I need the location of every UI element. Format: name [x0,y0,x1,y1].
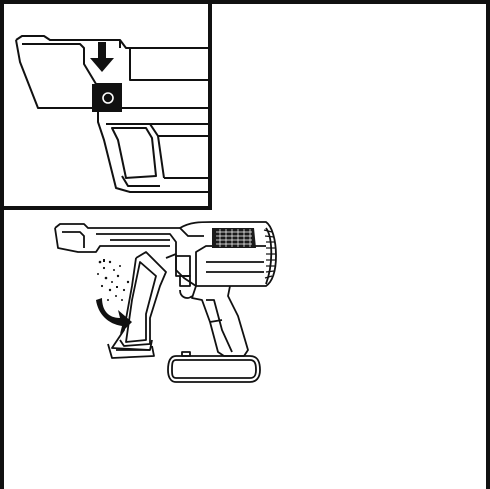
release-button-icon [92,84,122,112]
vacuum-handle [180,286,248,356]
open-bin-lid [108,252,166,358]
inset-panel [2,2,210,208]
main-panel [55,222,276,382]
battery-pack [168,352,260,382]
vent-grille-icon [212,228,256,248]
vacuum-front-tube [55,224,204,258]
debris-particles-icon [97,259,129,301]
